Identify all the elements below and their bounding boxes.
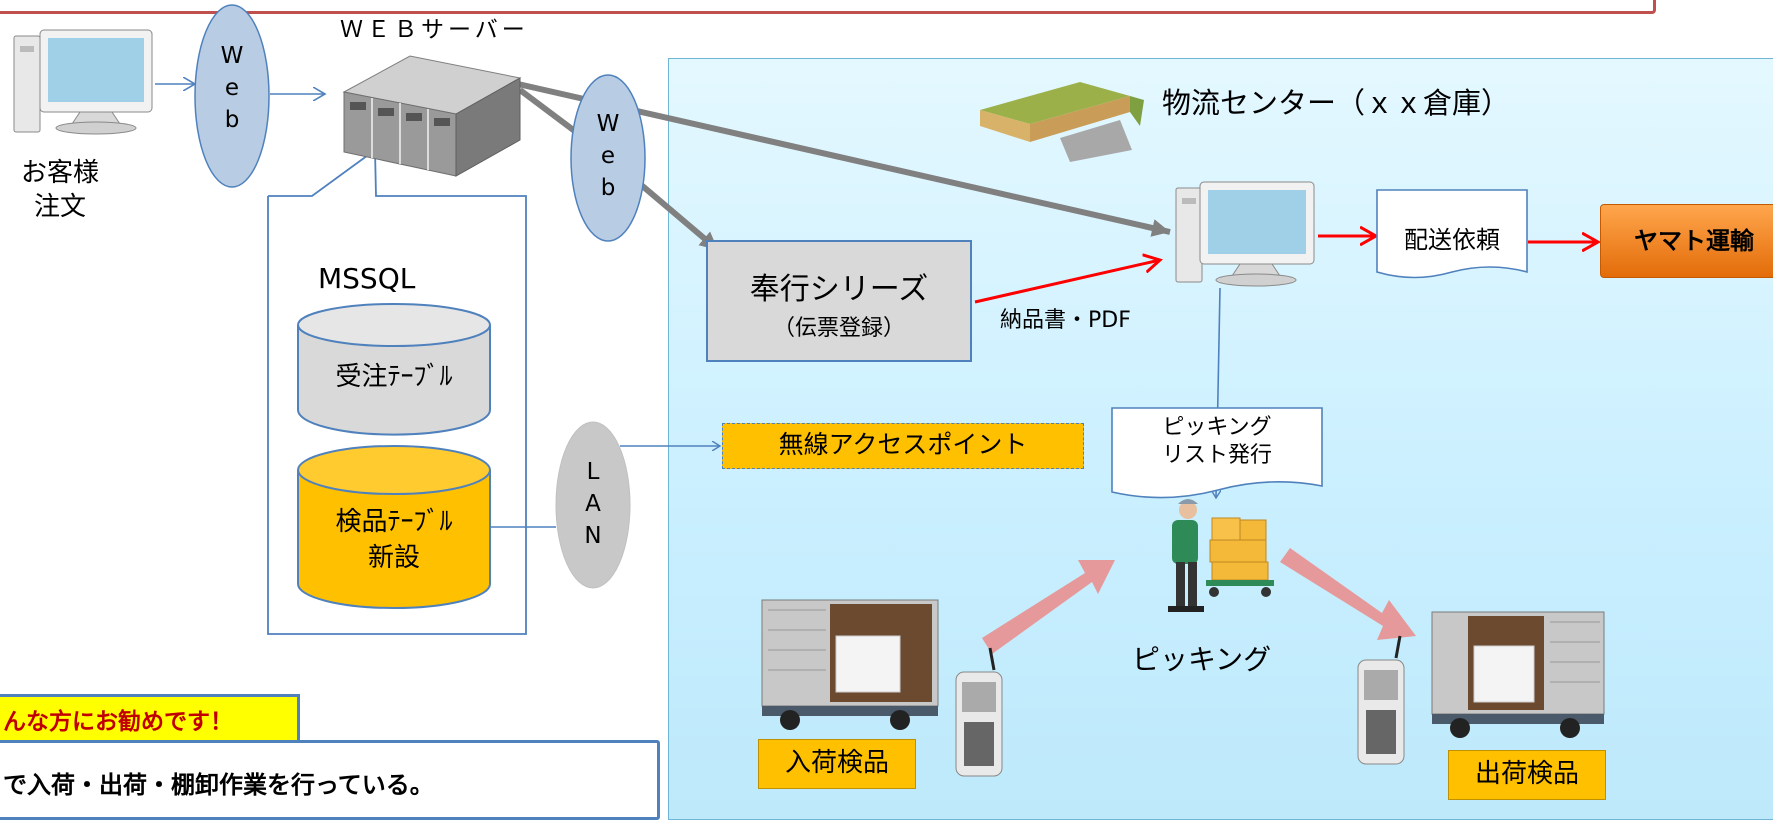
picker-worker-icon xyxy=(1168,499,1274,612)
center-pc-icon xyxy=(1175,181,1315,287)
picking-label: ピッキング xyxy=(1132,643,1272,676)
web-server-label: ＷＥＢサーバー xyxy=(340,17,529,43)
db-cylinder-inspection xyxy=(297,445,491,609)
bottom-info-box: で入荷・出荷・棚卸作業を行っている。 xyxy=(0,740,660,820)
outbound-scanner-icon xyxy=(1357,635,1405,765)
arrow-picking-to-outbound xyxy=(1280,548,1416,640)
bugyo-title: 奉行シリーズ xyxy=(749,272,929,307)
db-cylinder-orders xyxy=(297,303,491,436)
recommend-label: んな方にお勧めです！ xyxy=(3,709,233,735)
top-banner-border xyxy=(0,0,1656,14)
wireless-access-point-box: 無線アクセスポイント xyxy=(722,423,1084,469)
arrow-bugyo-to-pc xyxy=(974,260,1160,304)
logistics-center-title: 物流センター（ｘｘ倉庫） xyxy=(1162,86,1511,120)
warehouse-icon xyxy=(980,82,1144,162)
wireless-access-point-label: 無線アクセスポイント xyxy=(778,430,1028,459)
orders-table-label: 受注ﾃｰﾌﾞﾙ xyxy=(335,362,453,392)
inbound-truck-icon xyxy=(761,599,939,730)
outbound-inspection-box: 出荷検品 xyxy=(1448,750,1606,800)
db-callout-outline xyxy=(267,148,527,635)
outbound-truck-icon xyxy=(1431,611,1605,738)
delivery-request-label: 配送依頼 xyxy=(1404,226,1500,254)
inbound-inspection-box: 入荷検品 xyxy=(758,739,916,789)
bottom-info-text: で入荷・出荷・棚卸作業を行っている。 xyxy=(3,771,434,799)
bugyo-system-box: 奉行シリーズ （伝票登録） xyxy=(706,240,972,362)
delivery-request-doc xyxy=(1376,189,1528,279)
server-rack-icon xyxy=(342,55,522,177)
yamato-label: ヤマト運輸 xyxy=(1634,227,1754,255)
lan-ellipse-text: L A N xyxy=(584,459,602,549)
outbound-inspection-label: 出荷検品 xyxy=(1474,759,1579,789)
inspection-table-label: 検品ﾃｰﾌﾞﾙ 新設 xyxy=(335,507,453,573)
bugyo-subtitle: （伝票登録） xyxy=(772,316,905,341)
yamato-box: ヤマト運輸 xyxy=(1600,204,1773,278)
delivery-note-label: 納品書・PDF xyxy=(1000,308,1131,333)
diagram-connectors xyxy=(13,4,1605,777)
web-ellipse-left-text: W e b xyxy=(220,43,244,133)
web-ellipse-mid xyxy=(570,74,646,242)
arrow-inbound-to-picking xyxy=(982,560,1115,654)
customer-label: お客様 注文 xyxy=(20,158,99,222)
web-ellipse-left xyxy=(194,4,270,188)
picking-list-doc xyxy=(1111,407,1323,499)
picking-list-label: ピッキング リスト発行 xyxy=(1161,415,1272,468)
customer-pc-icon xyxy=(13,29,153,135)
lan-ellipse xyxy=(555,421,631,589)
inbound-scanner-icon xyxy=(955,647,1003,777)
web-ellipse-mid-text: W e b xyxy=(596,111,620,201)
inbound-inspection-label: 入荷検品 xyxy=(784,748,889,778)
mssql-title: MSSQL xyxy=(318,262,416,295)
